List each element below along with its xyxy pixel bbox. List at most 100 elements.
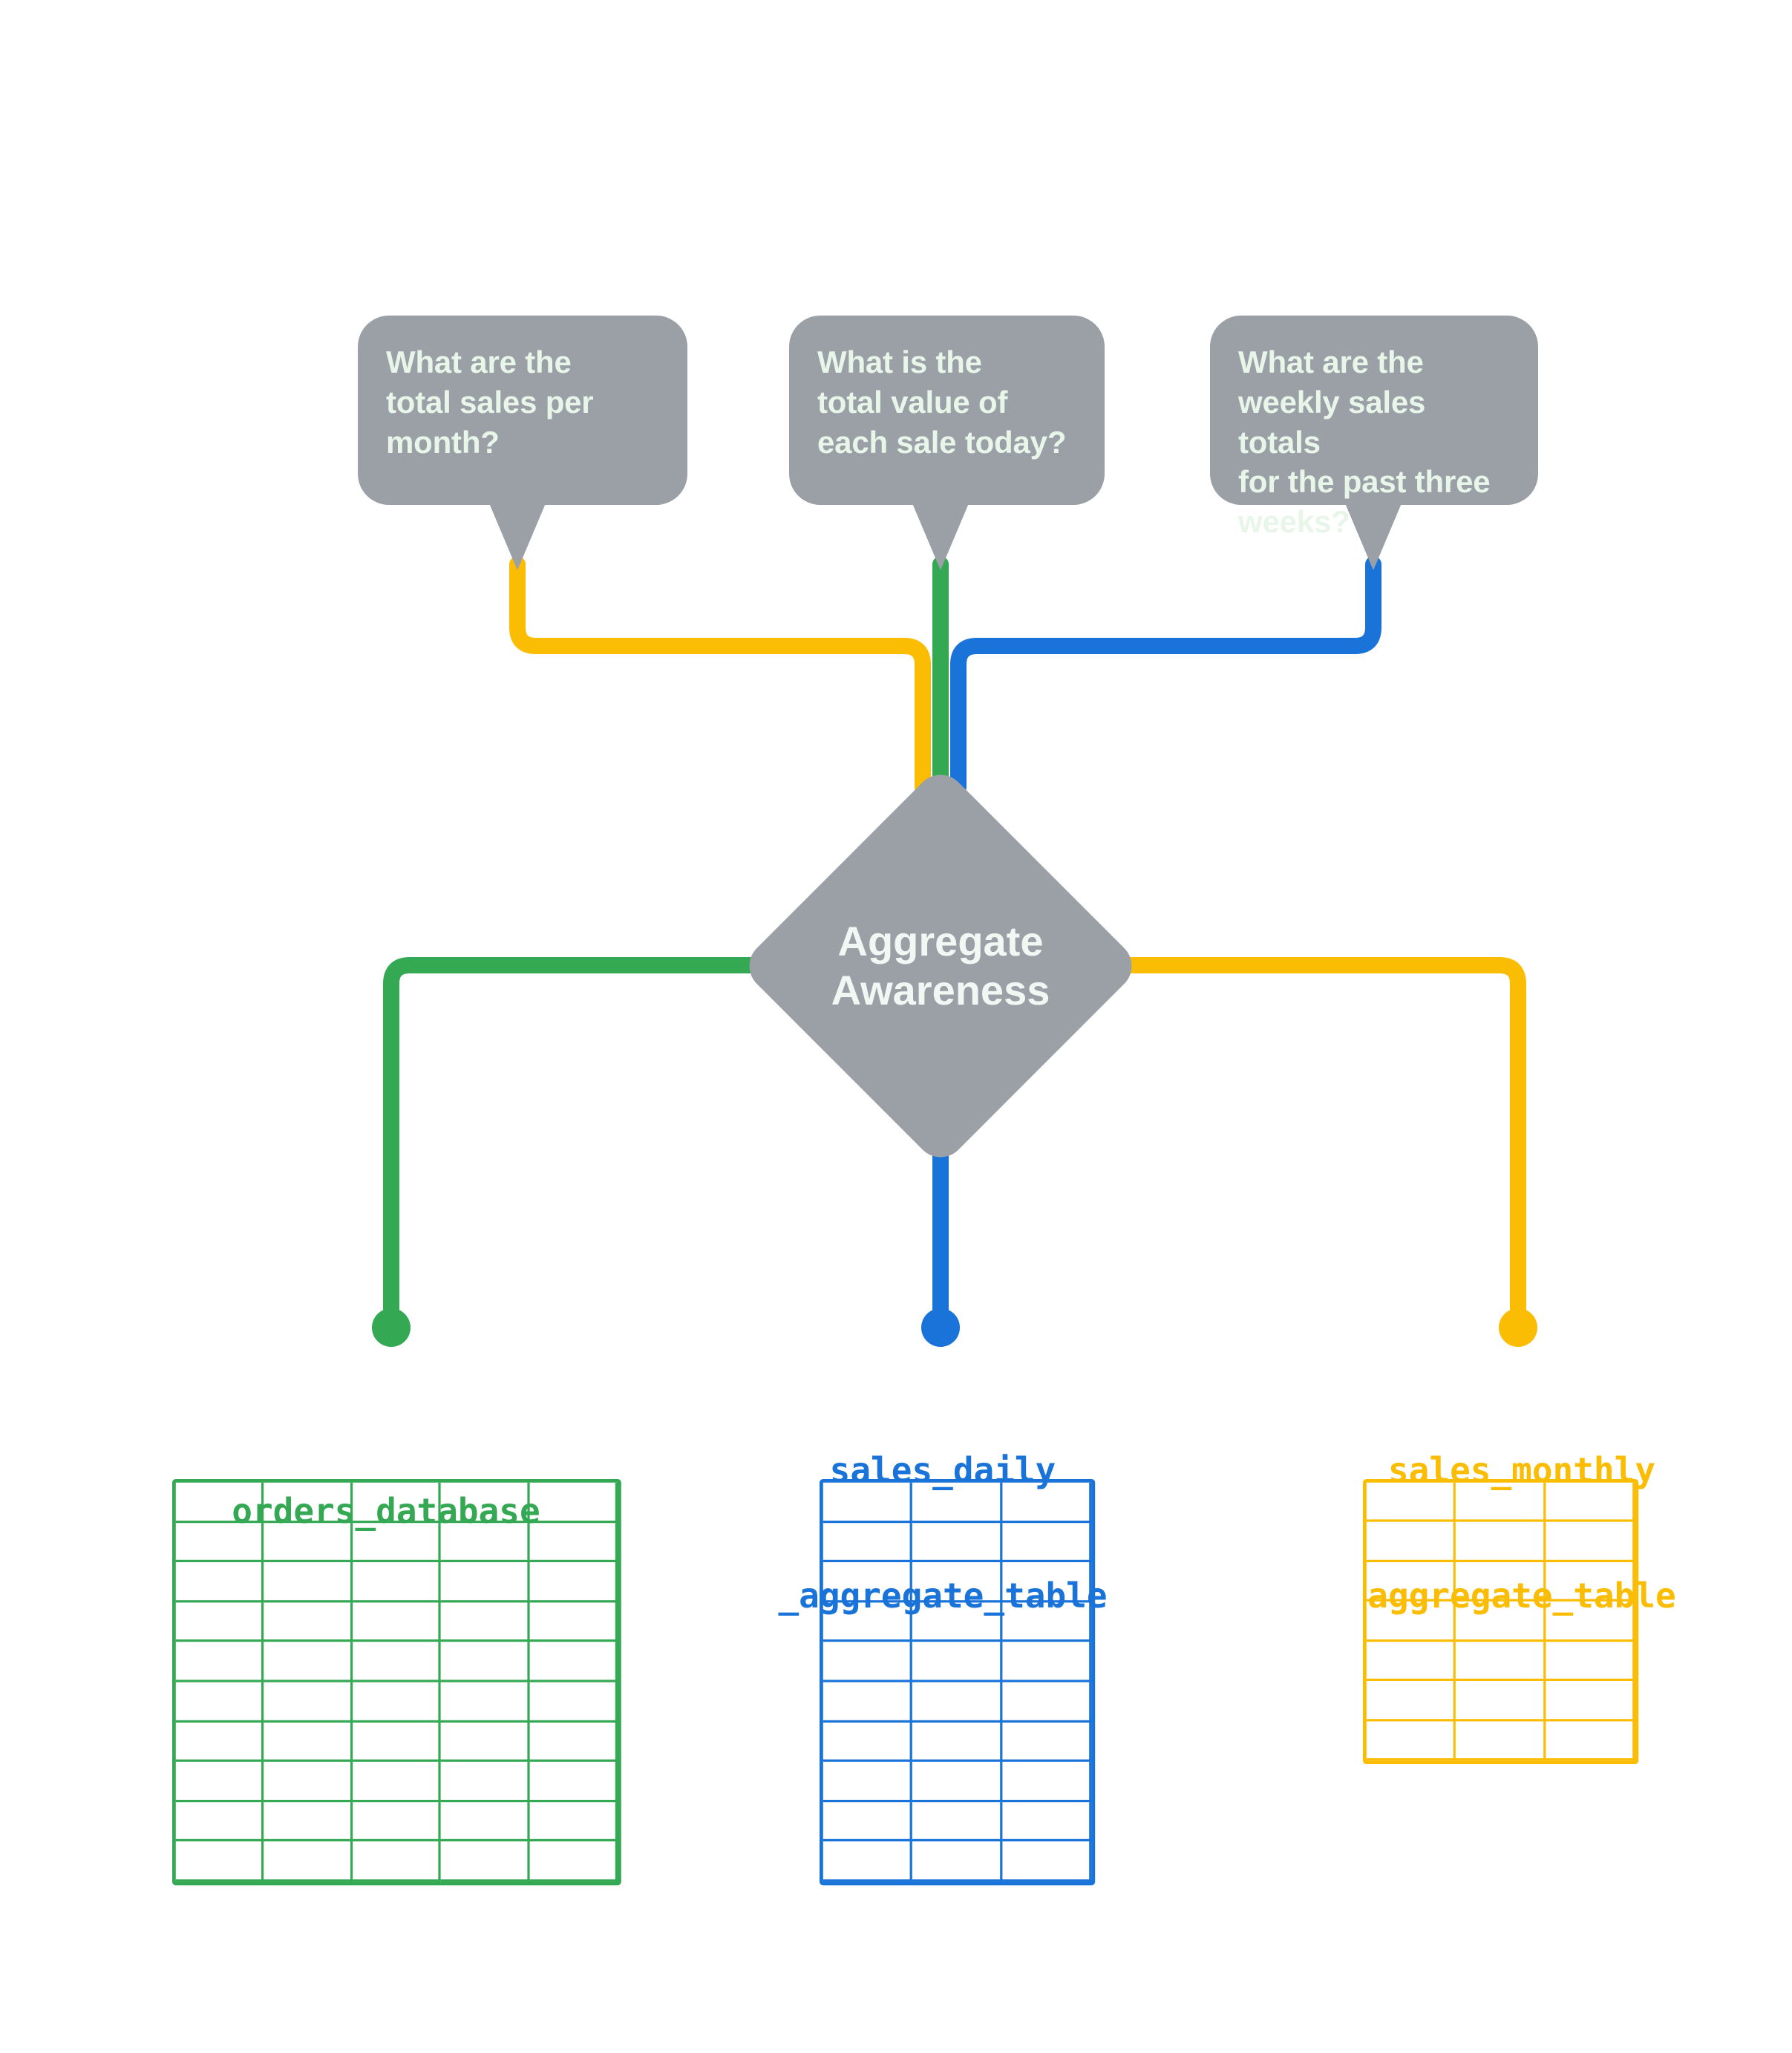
table-cell: [912, 1562, 1002, 1603]
table-cell: [440, 1682, 529, 1723]
bubble-line-2: total value of: [817, 384, 1008, 420]
table-cell: [264, 1602, 353, 1642]
table-cell: [1456, 1482, 1546, 1523]
table-cell: [264, 1562, 353, 1603]
table-cell: [352, 1602, 441, 1642]
table-label-line-1: orders_database: [232, 1491, 540, 1532]
table-cell: [1366, 1522, 1456, 1562]
table-cell: [1456, 1641, 1546, 1682]
table-cell: [440, 1602, 529, 1642]
question-bubble-daily[interactable]: What is the total value of each sale tod…: [789, 316, 1105, 505]
table-cell: [264, 1841, 353, 1882]
table-grid-orders-database[interactable]: [172, 1479, 621, 1886]
table-cell: [1456, 1522, 1546, 1562]
table-cell: [823, 1642, 913, 1682]
table-cell: [529, 1562, 618, 1603]
table-label-line-2: aggregate_table: [1367, 1575, 1676, 1616]
table-cell: [175, 1642, 264, 1682]
table-cell: [912, 1522, 1002, 1563]
bubble-tail-monthly: [489, 503, 546, 570]
table-label-sales-daily[interactable]: sales_daily _aggregate_table: [713, 1366, 1173, 1700]
table-cell: [1001, 1482, 1092, 1523]
table-label-line-2: _aggregate_table: [778, 1575, 1108, 1616]
table-cell: [1366, 1561, 1456, 1602]
table-cell: [823, 1801, 913, 1842]
table-cell: [912, 1602, 1002, 1642]
table-cell: [264, 1682, 353, 1723]
table-cell: [529, 1602, 618, 1642]
table-cell: [823, 1682, 913, 1723]
table-cell: [175, 1562, 264, 1603]
table-cell: [175, 1722, 264, 1763]
bubble-line-1: What are the: [1238, 345, 1424, 379]
table-cell: [175, 1522, 264, 1563]
table-cell: [440, 1522, 529, 1563]
table-cell: [264, 1642, 353, 1682]
table-cell: [529, 1762, 618, 1802]
endpoint-dot-green: [372, 1308, 411, 1347]
table-cell: [175, 1841, 264, 1882]
table-cell: [912, 1722, 1002, 1763]
bubble-line-3: each sale today?: [817, 424, 1067, 460]
table-cell: [912, 1801, 1002, 1842]
table-cell: [352, 1722, 441, 1763]
table-cell: [440, 1642, 529, 1682]
table-cell: [352, 1841, 441, 1882]
table-cell: [1366, 1602, 1456, 1642]
table-cell: [912, 1841, 1002, 1882]
table-cell: [264, 1801, 353, 1842]
table-cell: [912, 1682, 1002, 1723]
wire-yellow-top: [509, 556, 931, 795]
bubble-line-3: month?: [386, 424, 500, 460]
table-cell: [1545, 1482, 1635, 1523]
table-cell: [1366, 1720, 1456, 1761]
table-cell: [1001, 1762, 1092, 1802]
bubble-line-3: for the past three: [1238, 464, 1491, 500]
table-cell: [1545, 1522, 1635, 1562]
table-cell: [440, 1762, 529, 1802]
table-cell: [175, 1682, 264, 1723]
table-cell: [823, 1562, 913, 1603]
table-cell: [352, 1801, 441, 1842]
table-cell: [823, 1722, 913, 1763]
table-label-sales-monthly[interactable]: sales_monthly aggregate_table: [1292, 1366, 1752, 1700]
table-cell: [440, 1482, 529, 1523]
table-cell: [1545, 1641, 1635, 1682]
table-cell: [912, 1762, 1002, 1802]
bubble-line-2: total sales per: [386, 384, 594, 420]
table-cell: [175, 1602, 264, 1642]
table-cell: [912, 1642, 1002, 1682]
table-cell: [529, 1841, 618, 1882]
wire-yellow-bottom: [1123, 957, 1526, 1334]
table-cell: [1456, 1720, 1546, 1761]
table-cell: [264, 1762, 353, 1802]
bubble-line-1: What is the: [817, 345, 982, 379]
table-cell: [529, 1482, 618, 1523]
table-cell: [1366, 1641, 1456, 1682]
table-cell: [440, 1562, 529, 1603]
question-bubble-monthly[interactable]: What are the total sales per month?: [358, 316, 687, 505]
table-grid-sales-monthly[interactable]: [1363, 1479, 1639, 1764]
bubble-line-1: What are the: [386, 345, 572, 379]
wire-blue-top: [950, 556, 1381, 795]
table-grid-sales-daily[interactable]: [820, 1479, 1096, 1886]
table-cell: [823, 1482, 913, 1523]
table-label-orders-database[interactable]: orders_database: [126, 1407, 646, 1616]
table-cell: [1001, 1841, 1092, 1882]
table-cell: [1545, 1720, 1635, 1761]
table-cell: [823, 1522, 913, 1563]
table-cell: [1001, 1801, 1092, 1842]
table-cell: [352, 1482, 441, 1523]
table-cell: [1001, 1562, 1092, 1603]
bubble-line-2: weekly sales totals: [1238, 384, 1426, 460]
table-cell: [1456, 1602, 1546, 1642]
table-cell: [264, 1482, 353, 1523]
endpoint-dot-blue: [921, 1308, 960, 1347]
aggregate-awareness-node[interactable]: Aggregate Awareness: [739, 764, 1142, 1168]
table-cell: [1001, 1682, 1092, 1723]
table-cell: [1366, 1681, 1456, 1721]
bubble-tail-daily: [912, 503, 969, 570]
question-bubble-weekly[interactable]: What are the weekly sales totals for the…: [1210, 316, 1538, 539]
